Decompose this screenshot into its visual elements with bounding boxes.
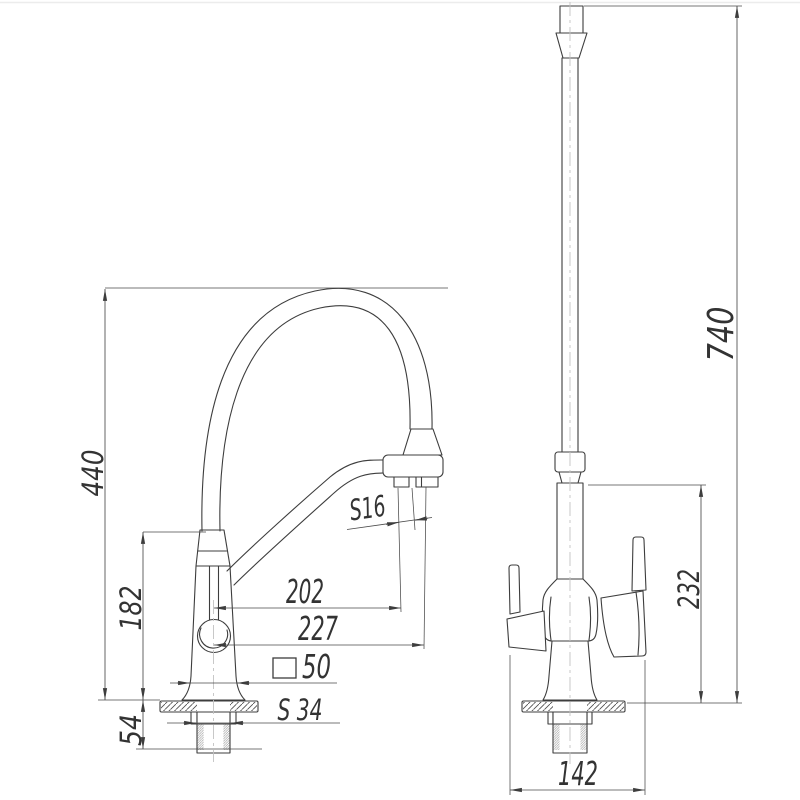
thread-texture bbox=[223, 724, 230, 750]
hose-collar-front bbox=[195, 529, 231, 567]
dimension-reach-main: 227 bbox=[214, 609, 424, 648]
dim-740-label: 740 bbox=[701, 307, 742, 362]
filtered-water-outlet bbox=[393, 476, 410, 488]
gooseneck-hose-front bbox=[201, 287, 433, 532]
raised-hose-side bbox=[555, 5, 588, 453]
dimension-side-body-height: 232 bbox=[672, 485, 706, 703]
spout-head-collar bbox=[402, 428, 443, 456]
dimension-reach-filtered: 202 bbox=[214, 572, 401, 611]
dimensions-side-view: 740 232 142 bbox=[509, 5, 742, 795]
spout-head-collar-side bbox=[555, 32, 588, 59]
spout-tube-front bbox=[226, 459, 385, 586]
side-view bbox=[506, 5, 647, 754]
dim-142-label: 142 bbox=[558, 754, 598, 793]
dim-227-label: 227 bbox=[298, 609, 338, 648]
mixer-lever bbox=[600, 536, 647, 658]
spout-head-front bbox=[382, 428, 444, 488]
dimension-under-counter: 54 bbox=[114, 700, 148, 749]
countertop-section-side bbox=[521, 700, 626, 713]
dimensions-front-view: 440 182 54 202 227 50 bbox=[76, 287, 448, 750]
dimension-overall-depth: 142 bbox=[510, 754, 645, 793]
spout-head-tip-side bbox=[559, 5, 584, 34]
dimension-aerator-flats: S16 bbox=[346, 489, 433, 530]
main-aerator-outlet bbox=[415, 476, 439, 488]
thread-texture bbox=[580, 724, 587, 750]
thread-texture bbox=[553, 724, 560, 750]
dimension-overall-height: 440 bbox=[76, 289, 110, 700]
dim-440-label: 440 bbox=[76, 450, 110, 497]
dimension-body-height: 182 bbox=[114, 532, 148, 700]
dim-54-label: 54 bbox=[114, 714, 148, 746]
dim-232-label: 232 bbox=[672, 569, 706, 609]
dim-182-label: 182 bbox=[114, 586, 148, 631]
dim-s34-label: S 34 bbox=[278, 693, 323, 727]
square-symbol-icon bbox=[272, 657, 297, 679]
dimension-base-square: 50 bbox=[170, 647, 337, 686]
dimension-shank-flats: S 34 bbox=[167, 693, 340, 727]
dimension-hose-raised-height: 740 bbox=[701, 5, 742, 703]
filtered-water-lever bbox=[506, 564, 547, 652]
dim-s16-label: S16 bbox=[347, 489, 387, 528]
thread-texture bbox=[197, 724, 204, 750]
dim-50-label: 50 bbox=[302, 647, 331, 686]
body-ring-detail bbox=[196, 565, 232, 654]
dim-202-label: 202 bbox=[286, 572, 324, 611]
countertop-section-front bbox=[159, 700, 259, 713]
